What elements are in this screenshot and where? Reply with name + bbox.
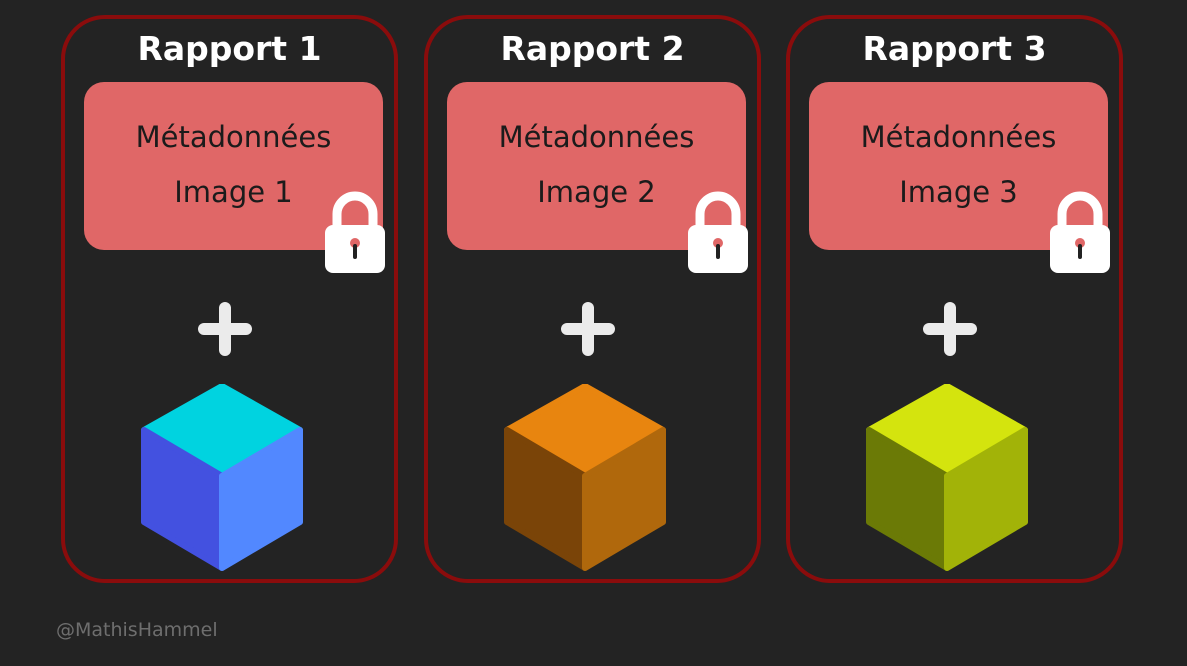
metadata-label: Métadonnées: [860, 120, 1057, 154]
cube-right-face: [944, 427, 1028, 571]
report-title: Rapport 3: [862, 29, 1047, 68]
cube-icon: [504, 384, 666, 571]
plus-icon: [561, 302, 615, 356]
lock-icon: [1050, 191, 1110, 273]
image-label: Image 1: [174, 175, 293, 209]
lock-icon: [325, 191, 385, 273]
cube-right-face: [582, 427, 666, 571]
report-panel-3: Rapport 3 Métadonnées Image 3: [786, 15, 1123, 583]
plus-icon: [198, 302, 252, 356]
metadata-label: Métadonnées: [135, 120, 332, 154]
cube-right-face: [219, 427, 303, 571]
cube-icon: [141, 384, 303, 571]
image-label: Image 2: [537, 175, 656, 209]
report-title: Rapport 1: [137, 29, 322, 68]
report-title: Rapport 2: [500, 29, 685, 68]
lock-icon: [688, 191, 748, 273]
author-watermark: @MathisHammel: [56, 619, 218, 641]
cube-icon: [866, 384, 1028, 571]
image-label: Image 3: [899, 175, 1018, 209]
metadata-card: Métadonnées Image 1: [84, 82, 383, 250]
report-panel-1: Rapport 1 Métadonnées Image 1: [61, 15, 398, 583]
plus-icon: [923, 302, 977, 356]
report-panel-2: Rapport 2 Métadonnées Image 2: [424, 15, 761, 583]
metadata-label: Métadonnées: [498, 120, 695, 154]
